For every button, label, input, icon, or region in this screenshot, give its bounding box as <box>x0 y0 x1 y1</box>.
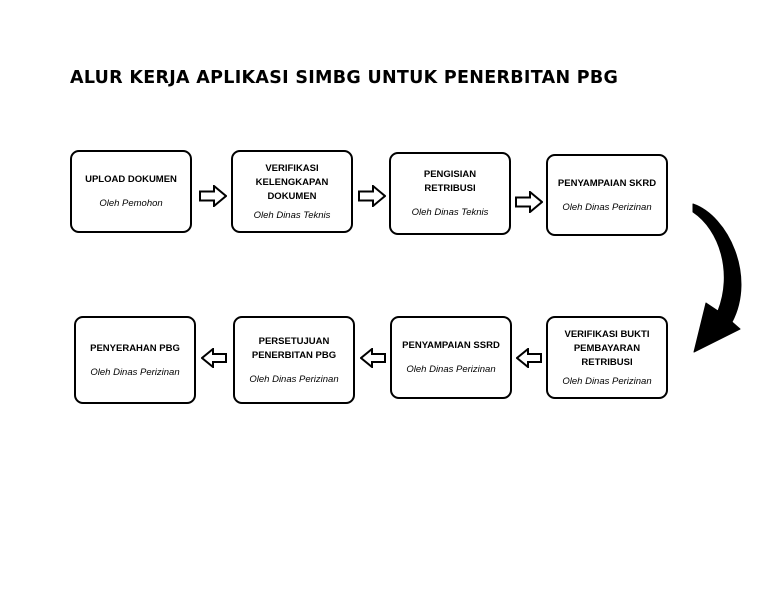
step-title: PENYAMPAIAN SKRD <box>557 177 657 189</box>
step-persetujuan-penerbitan-pbg: PERSETUJUAN PENERBITAN PBG Oleh Dinas Pe… <box>233 316 355 404</box>
step-title: UPLOAD DOKUMEN <box>85 174 177 185</box>
arrow-right-icon <box>199 185 227 207</box>
step-penyerahan-pbg: PENYERAHAN PBG Oleh Dinas Perizinan <box>74 316 196 404</box>
step-verifikasi-kelengkapan-dokumen: VERIFIKASI KELENGKAPAN DOKUMEN Oleh Dina… <box>231 150 353 233</box>
step-title: PENGISIAN RETRIBUSI <box>423 169 477 194</box>
step-actor: Oleh Dinas Perizinan <box>562 201 652 213</box>
step-pengisian-retribusi: PENGISIAN RETRIBUSI Oleh Dinas Teknis <box>389 152 511 235</box>
step-actor: Oleh Dinas Teknis <box>253 209 331 221</box>
arrow-left-icon <box>516 348 542 368</box>
arrow-left-icon <box>201 348 227 368</box>
step-title: PERSETUJUAN PENERBITAN PBG <box>251 335 337 361</box>
step-actor: Oleh Pemohon <box>99 198 163 209</box>
step-upload-dokumen: UPLOAD DOKUMEN Oleh Pemohon <box>70 150 192 233</box>
arrow-right-icon <box>515 191 543 213</box>
diagram-title: ALUR KERJA APLIKASI SIMBG UNTUK PENERBIT… <box>70 68 619 88</box>
step-actor: Oleh Dinas Teknis <box>411 207 489 218</box>
step-actor: Oleh Dinas Perizinan <box>562 375 652 387</box>
step-actor: Oleh Dinas Perizinan <box>406 364 496 375</box>
step-actor: Oleh Dinas Perizinan <box>249 373 339 385</box>
curved-arrow-icon <box>688 198 754 358</box>
step-title: PENYERAHAN PBG <box>90 342 180 354</box>
step-penyampaian-skrd: PENYAMPAIAN SKRD Oleh Dinas Perizinan <box>546 154 668 236</box>
step-title: VERIFIKASI KELENGKAPAN DOKUMEN <box>255 162 329 202</box>
arrow-right-icon <box>358 185 386 207</box>
step-title: PENYAMPAIAN SSRD <box>402 340 500 351</box>
arrow-left-icon <box>360 348 386 368</box>
step-actor: Oleh Dinas Perizinan <box>90 366 180 378</box>
step-penyampaian-ssrd: PENYAMPAIAN SSRD Oleh Dinas Perizinan <box>390 316 512 399</box>
step-verifikasi-bukti-pembayaran: VERIFIKASI BUKTI PEMBAYARAN RETRIBUSI Ol… <box>546 316 668 399</box>
step-title: VERIFIKASI BUKTI PEMBAYARAN RETRIBUSI <box>564 328 650 368</box>
